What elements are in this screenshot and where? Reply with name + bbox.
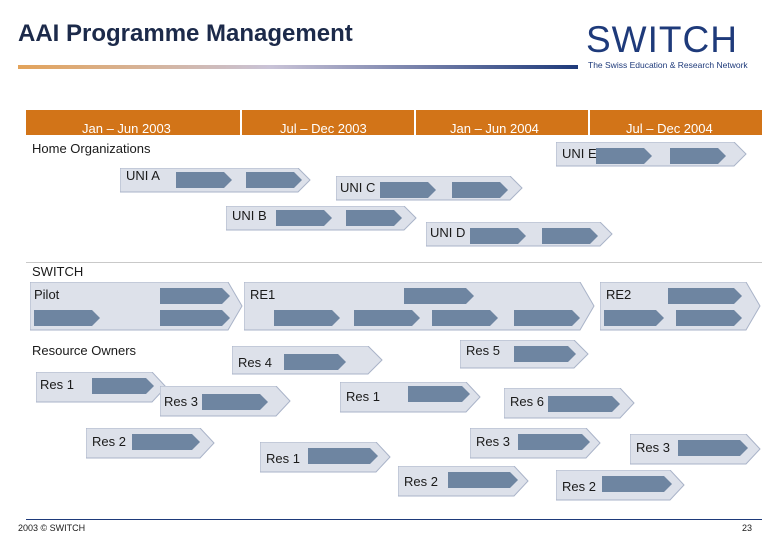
- gantt-bar: [426, 222, 613, 247]
- logo-tagline: The Swiss Education & Research Network: [588, 60, 748, 70]
- section-home-organizations: Home Organizations: [32, 141, 151, 156]
- label-res2: Res 2: [92, 434, 126, 449]
- arrow-icon: [678, 440, 748, 456]
- label-res5: Res 5: [466, 343, 500, 358]
- timeline-divider: [414, 110, 416, 135]
- gantt-bar: [556, 142, 747, 167]
- gantt-bar: [226, 206, 417, 231]
- arrow-icon: [670, 148, 726, 164]
- label-uni-a: UNI A: [126, 168, 160, 183]
- timeline-period-1: Jan – Jun 2003: [82, 121, 171, 136]
- arrow-icon: [514, 346, 576, 362]
- label-res4: Res 4: [238, 355, 272, 370]
- section-resource-owners: Resource Owners: [32, 343, 137, 358]
- gantt-bar: [36, 372, 167, 403]
- arrow-icon: [160, 310, 230, 326]
- gantt-bar: [470, 428, 601, 459]
- arrow-icon: [34, 310, 100, 326]
- label-re1: RE1: [250, 287, 276, 302]
- section-pilot: Pilot: [34, 287, 60, 302]
- gantt-bar: [630, 434, 761, 465]
- arrow-icon: [404, 288, 474, 304]
- arrow-icon: [604, 310, 664, 326]
- arrow-icon: [548, 396, 620, 412]
- label-res3: Res 3: [636, 440, 670, 455]
- gantt-bar: [336, 176, 523, 201]
- arrow-icon: [596, 148, 652, 164]
- arrow-icon: [668, 288, 742, 304]
- arrow-icon: [276, 210, 332, 226]
- switch-logo-icon: SWITCH: [586, 19, 738, 58]
- arrow-icon: [432, 310, 498, 326]
- footer-rule: [26, 519, 762, 520]
- label-res2: Res 2: [562, 479, 596, 494]
- gantt-bar: [556, 470, 685, 501]
- section-divider: [26, 262, 762, 263]
- timeline-period-3: Jan – Jun 2004: [450, 121, 539, 136]
- arrow-icon: [542, 228, 598, 244]
- arrow-icon: [602, 476, 672, 492]
- arrow-icon: [448, 472, 518, 488]
- arrow-icon: [408, 386, 470, 402]
- label-res6: Res 6: [510, 394, 544, 409]
- gantt-bar: [460, 340, 589, 369]
- switch-logo: SWITCH: [586, 18, 766, 70]
- gantt-bar: [260, 442, 391, 473]
- label-res1: Res 1: [40, 377, 74, 392]
- timeline-divider: [588, 110, 590, 135]
- logo-wordmark: SWITCH: [586, 19, 738, 58]
- gantt-bar: [504, 388, 635, 419]
- label-res1: Res 1: [346, 389, 380, 404]
- gantt-bar: [340, 382, 481, 413]
- gantt-bar: [30, 282, 243, 331]
- title-underline: [18, 65, 578, 69]
- label-res2: Res 2: [404, 474, 438, 489]
- arrow-icon: [160, 288, 230, 304]
- arrow-icon: [246, 172, 302, 188]
- arrow-icon: [380, 182, 436, 198]
- arrow-icon: [346, 210, 402, 226]
- footer-copyright: 2003 © SWITCH: [18, 523, 86, 533]
- page-title: AAI Programme Management: [18, 20, 353, 47]
- label-res3: Res 3: [164, 394, 198, 409]
- timeline-period-4: Jul – Dec 2004: [626, 121, 713, 136]
- gantt-bar: [232, 346, 383, 375]
- arrow-icon: [518, 434, 590, 450]
- section-switch: SWITCH: [32, 264, 84, 279]
- label-res1: Res 1: [266, 451, 300, 466]
- arrow-icon: [354, 310, 420, 326]
- arrow-icon: [676, 310, 742, 326]
- gantt-bar: [398, 466, 529, 497]
- arrow-icon: [202, 394, 268, 410]
- arrow-icon: [452, 182, 508, 198]
- arrow-icon: [470, 228, 526, 244]
- label-re2: RE2: [606, 287, 632, 302]
- arrow-icon: [514, 310, 580, 326]
- timeline-period-2: Jul – Dec 2003: [280, 121, 367, 136]
- page-number: 23: [742, 523, 753, 533]
- label-uni-b: UNI B: [232, 208, 267, 223]
- label-uni-e: UNI E: [562, 146, 597, 161]
- gantt-bar: [86, 428, 215, 459]
- gantt-bar: [160, 386, 291, 417]
- gantt-bar: [120, 168, 311, 193]
- gantt-bar: [244, 282, 595, 331]
- gantt-bar: [600, 282, 761, 331]
- timeline-band: Jan – Jun 2003 Jul – Dec 2003 Jan – Jun …: [26, 110, 762, 136]
- label-uni-d: UNI D: [430, 225, 466, 240]
- label-uni-c: UNI C: [340, 180, 376, 195]
- arrow-icon: [176, 172, 232, 188]
- timeline-divider: [240, 110, 242, 135]
- arrow-icon: [284, 354, 346, 370]
- arrow-icon: [92, 378, 154, 394]
- arrow-icon: [308, 448, 378, 464]
- arrow-icon: [132, 434, 200, 450]
- label-res3: Res 3: [476, 434, 510, 449]
- arrow-icon: [274, 310, 340, 326]
